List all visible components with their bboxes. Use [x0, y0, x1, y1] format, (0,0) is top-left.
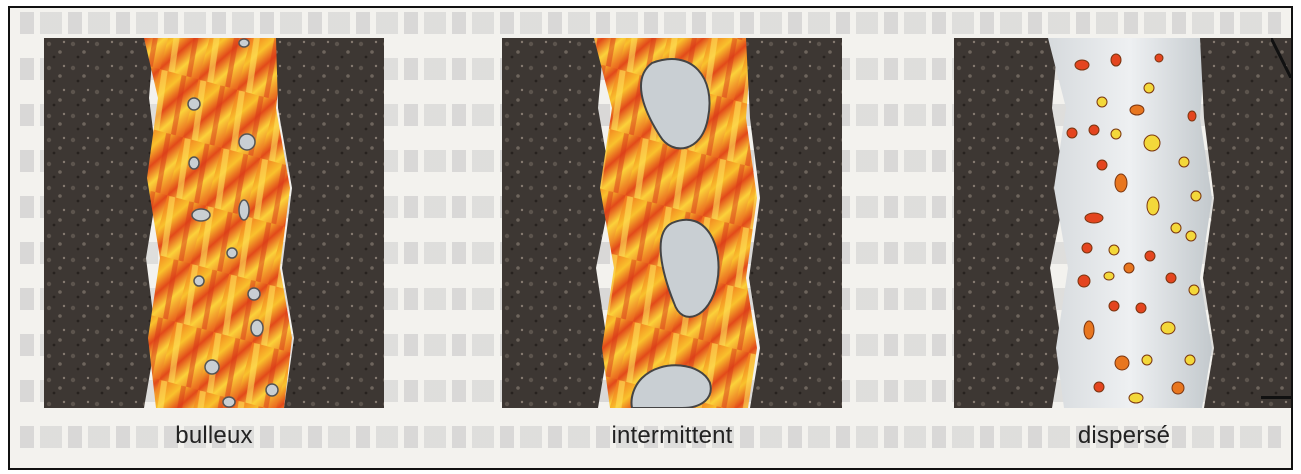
figure-frame: bulleux intermittent dispersé — [8, 6, 1293, 470]
caption-intermittent: intermittent — [502, 422, 842, 450]
caption-bulleux: bulleux — [44, 422, 384, 450]
panel-intermittent — [502, 38, 842, 408]
edge-mark — [1261, 396, 1291, 399]
panel-bulleux — [44, 38, 384, 408]
conduit-intermittent-illustration — [502, 38, 842, 408]
edge-pointer — [1271, 38, 1291, 78]
conduit-disperse-illustration — [954, 38, 1293, 408]
panel-disperse — [954, 38, 1293, 408]
conduit-bulleux-illustration — [44, 38, 384, 408]
caption-disperse: dispersé — [954, 422, 1293, 450]
